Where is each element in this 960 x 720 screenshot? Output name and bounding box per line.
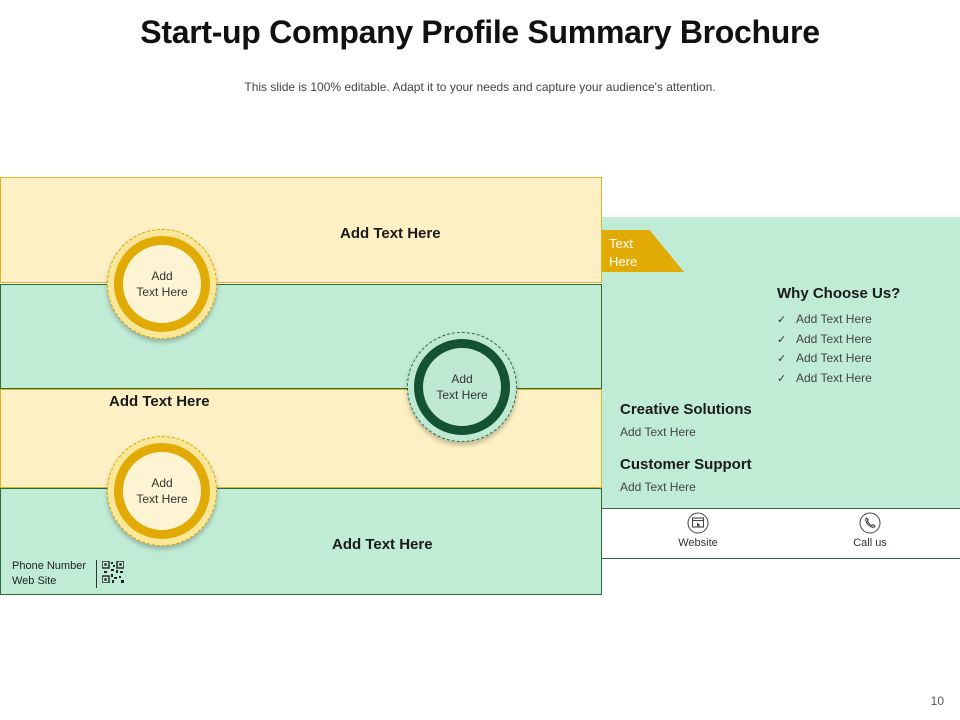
- customer-support-text: Add Text Here: [620, 480, 696, 494]
- customer-support-heading: Customer Support: [620, 456, 752, 473]
- website-label: Website: [678, 537, 718, 549]
- list-item: ✓ Add Text Here: [777, 369, 872, 389]
- list-item-text: Add Text Here: [796, 351, 872, 365]
- text-tag-line1: Text: [609, 236, 633, 251]
- creative-solutions-text: Add Text Here: [620, 425, 696, 439]
- list-item: ✓ Add Text Here: [777, 349, 872, 369]
- text-tag-line2: Here: [609, 254, 638, 269]
- contact-footer-bar: [602, 508, 960, 559]
- band-top-yellow: [0, 177, 602, 283]
- text-tag-label: Text Here: [609, 235, 637, 271]
- circle-1-label: Add Text Here: [127, 268, 197, 300]
- circle-2-line2: Text Here: [436, 388, 488, 402]
- list-item: ✓ Add Text Here: [777, 330, 872, 350]
- circle-ring-2: Add Text Here: [414, 339, 510, 435]
- qr-code-icon: [102, 561, 124, 583]
- contact-divider: [96, 560, 97, 588]
- circle-3-line2: Text Here: [136, 492, 188, 506]
- call-us-label: Call us: [853, 537, 887, 549]
- circle-1-line1: Add: [151, 269, 173, 283]
- list-item-text: Add Text Here: [796, 331, 872, 346]
- circle-badge-1: Add Text Here: [107, 229, 217, 339]
- why-choose-us-list: ✓ Add Text Here ✓ Add Text Here ✓ Add Text …: [777, 310, 872, 388]
- why-choose-us-heading: Why Choose Us?: [777, 285, 901, 302]
- browser-window-icon: [687, 512, 709, 534]
- slide-subtitle: This slide is 100% editable. Adapt it to…: [244, 80, 716, 94]
- checkmark-icon: ✓: [777, 353, 787, 365]
- phone-number-label: Phone Number: [12, 560, 86, 572]
- circle-2-label: Add Text Here: [427, 371, 497, 403]
- creative-solutions-heading: Creative Solutions: [620, 401, 752, 418]
- checkmark-icon: ✓: [777, 314, 787, 326]
- call-us-link[interactable]: Call us: [820, 512, 920, 549]
- circle-3-label: Add Text Here: [127, 475, 197, 507]
- circle-2-line1: Add: [451, 372, 473, 386]
- band-2-text: Add Text Here: [109, 393, 210, 410]
- band-1-text: Add Text Here: [340, 225, 441, 242]
- circle-1-line2: Text Here: [136, 285, 188, 299]
- circle-badge-2: Add Text Here: [407, 332, 517, 442]
- circle-ring-3: Add Text Here: [114, 443, 210, 539]
- slide-title: Start-up Company Profile Summary Brochur…: [140, 14, 820, 50]
- website-link[interactable]: Website: [648, 512, 748, 549]
- list-item-text: Add Text Here: [796, 370, 872, 385]
- contact-info: Phone Number Web Site: [12, 559, 86, 589]
- checkmark-icon: ✓: [777, 333, 787, 346]
- list-item-text: Add Text Here: [796, 312, 872, 326]
- phone-icon: [859, 512, 881, 534]
- band-bottom-green: [0, 488, 602, 595]
- list-item: ✓ Add Text Here: [777, 310, 872, 330]
- band-3-text: Add Text Here: [332, 536, 433, 553]
- circle-3-line1: Add: [151, 476, 173, 490]
- circle-ring-1: Add Text Here: [114, 236, 210, 332]
- checkmark-icon: ✓: [777, 372, 787, 385]
- page-number: 10: [930, 694, 944, 708]
- web-site-label: Web Site: [12, 575, 57, 587]
- circle-badge-3: Add Text Here: [107, 436, 217, 546]
